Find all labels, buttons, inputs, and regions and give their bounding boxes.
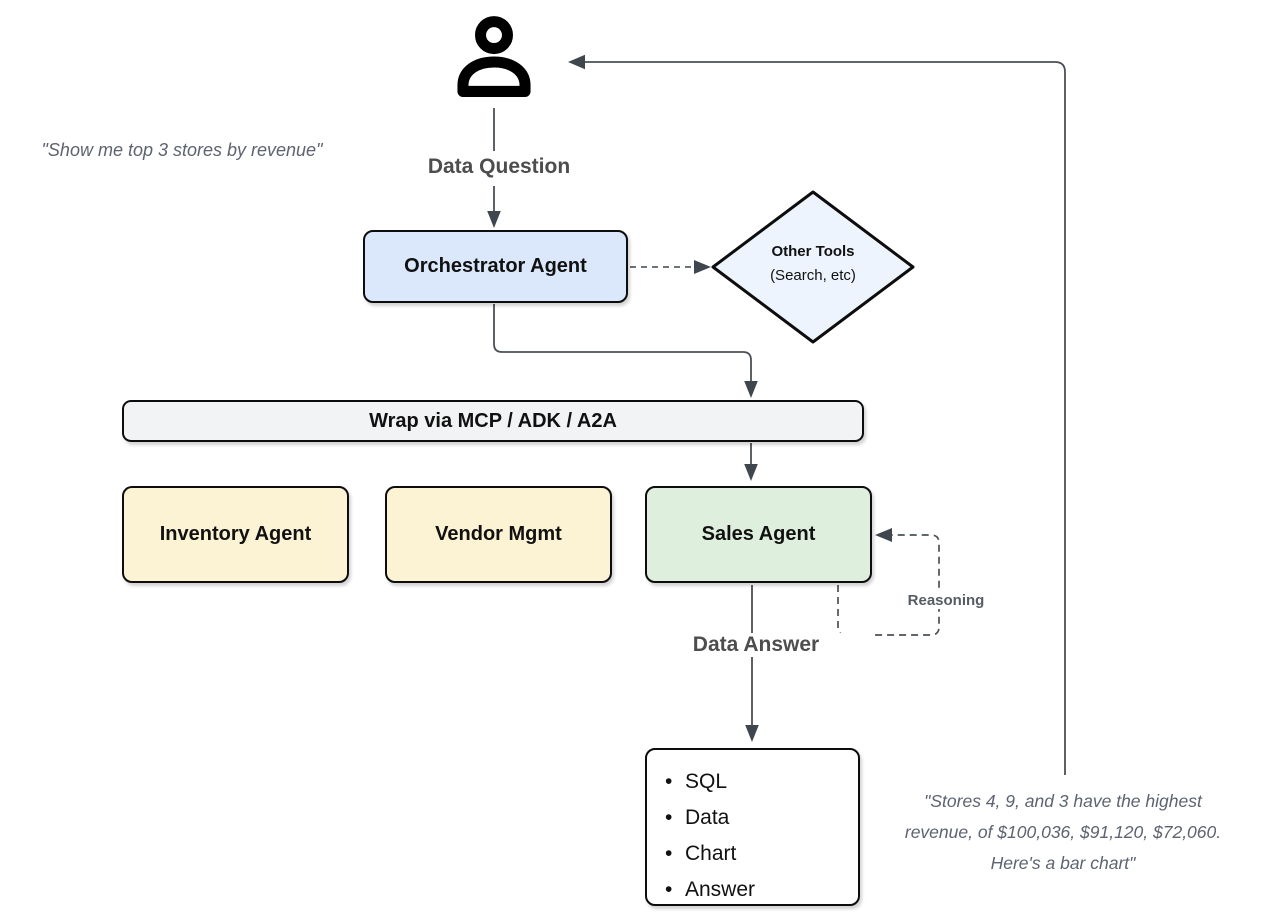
edge-sales-to-output [745,585,759,742]
data-question-label: Data Question [383,155,615,179]
output-list-node: SQL Data Chart Answer [645,748,860,908]
wrapper-bar-node: Wrap via MCP / ADK / A2A [122,400,864,442]
other-tools-label: Other Tools (Search, etc) [713,240,913,288]
reasoning-label: Reasoning [888,592,1004,609]
edge-orchestrator-to-bar [493,304,758,398]
user-request-quote: "Show me top 3 stores by revenue" [41,140,323,160]
output-item-answer: Answer [665,872,755,908]
output-item-chart: Chart [665,836,755,872]
edge-answer-to-user [568,54,1066,775]
edge-bar-to-sales [744,443,758,481]
output-item-sql: SQL [665,764,755,800]
sales-agent-label: Sales Agent [701,523,816,545]
sales-agent-node: Sales Agent [645,486,872,583]
other-tools-diamond [711,190,915,344]
output-item-data: Data [665,800,755,836]
vendor-mgmt-node: Vendor Mgmt [385,486,612,583]
output-list: SQL Data Chart Answer [647,764,755,908]
person-icon [457,16,531,97]
inventory-agent-node: Inventory Agent [122,486,349,583]
edge-question-to-orchestrator [487,186,501,228]
inventory-agent-label: Inventory Agent [159,523,312,545]
wrapper-bar-label: Wrap via MCP / ADK / A2A [369,409,617,432]
data-answer-label: Data Answer [640,633,872,657]
orchestrator-agent-label: Orchestrator Agent [404,255,587,277]
agent-response-quote: "Stores 4, 9, and 3 have the highest rev… [904,791,1222,873]
other-tools-subtitle: (Search, etc) [770,267,856,284]
edge-orchestrator-to-tools [630,260,711,274]
vendor-mgmt-label: Vendor Mgmt [435,523,562,545]
edge-reasoning-loop [837,528,940,636]
orchestrator-agent-node: Orchestrator Agent [363,230,628,303]
other-tools-title: Other Tools [771,243,855,260]
